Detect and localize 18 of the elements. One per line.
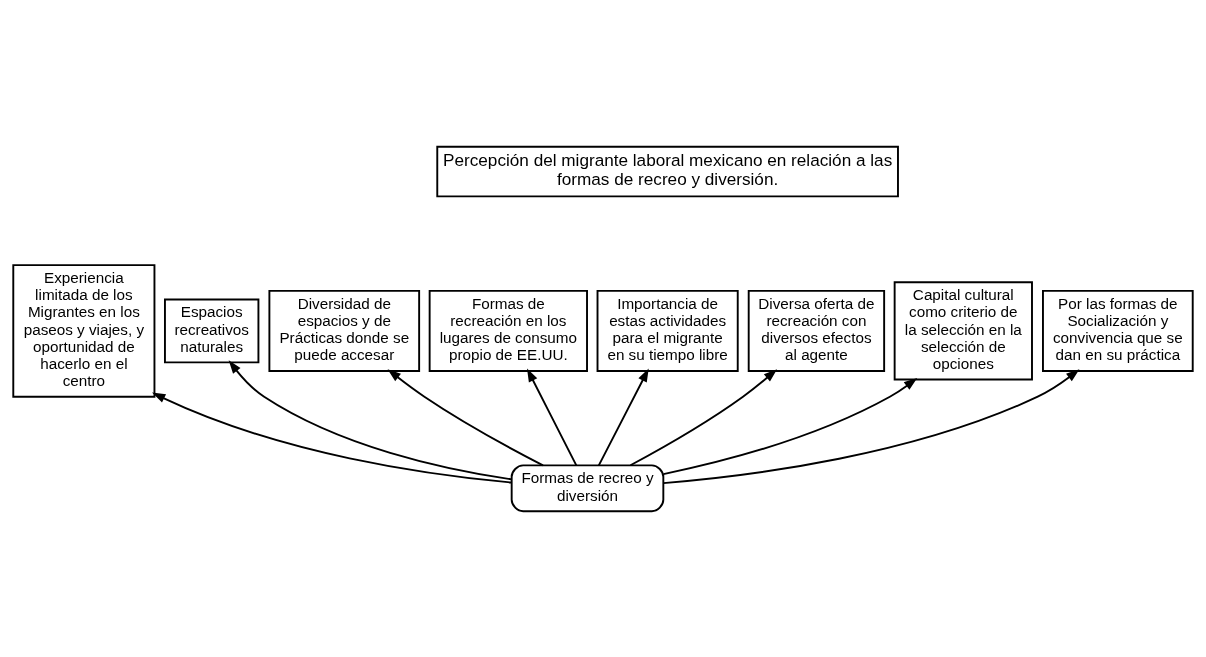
node-box: Formas de recreación en los lugares de consumo propio de EE.UU. — [428, 289, 588, 372]
arrow — [527, 368, 578, 466]
node-box: Diversa oferta de recreación con diversos efectos al agente — [747, 289, 886, 372]
arrow — [228, 359, 513, 480]
node-box: Percepción del migrante laboral mexicano en relación a las formas de recreo y diversión. — [436, 145, 899, 197]
arrow — [152, 392, 513, 483]
node-box: Espacios recreativos naturales — [164, 297, 260, 363]
arrow — [662, 368, 1080, 484]
node-box: Por las formas de Socialización y convivencia que se dan en su práctica — [1042, 289, 1194, 372]
node-box: Capital cultural como criterio de la selección en la selección de opciones — [893, 280, 1033, 380]
arrow — [387, 368, 544, 466]
node-box: Formas de recreo y diversión — [510, 463, 665, 512]
arrow — [597, 368, 649, 466]
node-box: Importancia de estas actividades para el migrante en su tiempo libre — [596, 289, 739, 372]
node-box: Experiencia limitada de los Migrantes en los paseos y viajes, y oportunidad de hacerlo en el centro — [12, 263, 156, 398]
node-box: Diversidad de espacios y de Prácticas donde se puede accesar — [268, 289, 421, 372]
arrow — [662, 377, 918, 475]
arrow — [629, 368, 778, 466]
